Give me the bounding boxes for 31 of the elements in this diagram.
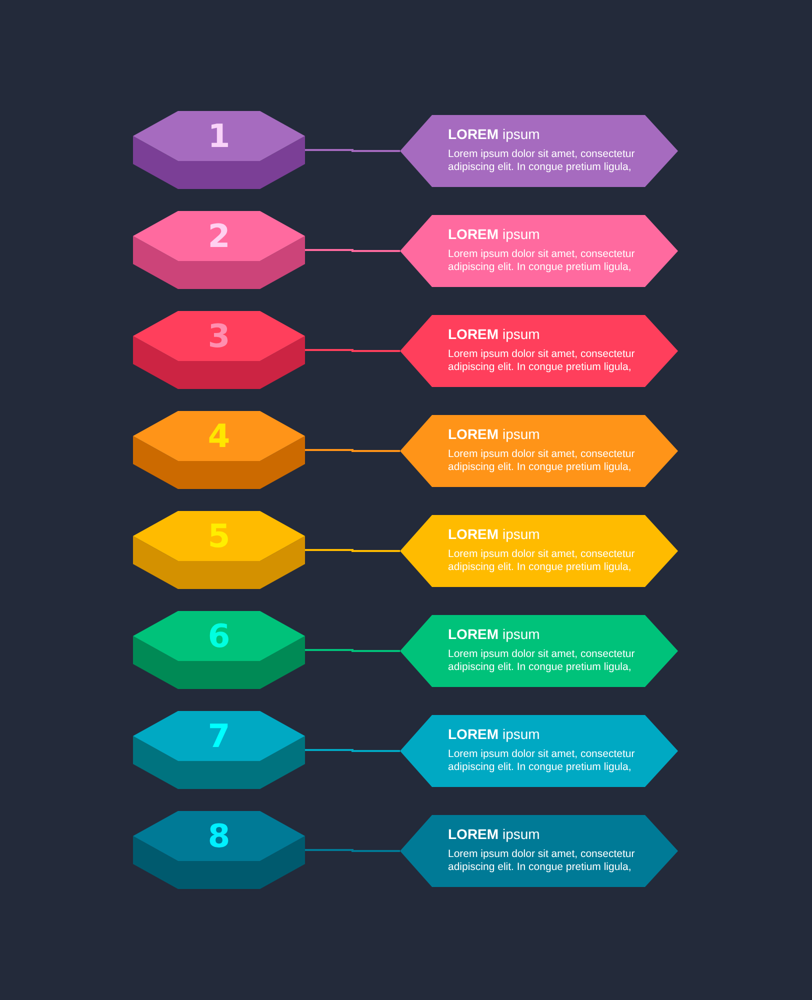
- body-text: Lorem ipsum dolor sit amet, consectetur adipiscing elit. In congue pretium ligula,: [448, 248, 636, 274]
- connector-line: [305, 449, 400, 452]
- heading-text: LOREM ipsum: [448, 625, 540, 643]
- heading-text: LOREM ipsum: [448, 525, 540, 543]
- connector-line: [305, 649, 400, 652]
- body-text: Lorem ipsum dolor sit amet, consectetur adipiscing elit. In congue pretium ligula,: [448, 648, 636, 674]
- connector-line: [305, 749, 400, 752]
- connector-line: [305, 249, 400, 252]
- step-number: 3: [206, 317, 232, 355]
- body-text: Lorem ipsum dolor sit amet, consectetur adipiscing elit. In congue pretium ligula,: [448, 848, 636, 874]
- step-number: 7: [206, 717, 232, 755]
- heading-text: LOREM ipsum: [448, 125, 540, 143]
- heading-text: LOREM ipsum: [448, 825, 540, 843]
- step-number: 8: [206, 817, 232, 855]
- connector-line: [305, 349, 400, 352]
- connector-line: [305, 549, 400, 552]
- heading-text: LOREM ipsum: [448, 425, 540, 443]
- body-text: Lorem ipsum dolor sit amet, consectetur adipiscing elit. In congue pretium ligula,: [448, 448, 636, 474]
- body-text: Lorem ipsum dolor sit amet, consectetur adipiscing elit. In congue pretium ligula,: [448, 148, 636, 174]
- heading-text: LOREM ipsum: [448, 325, 540, 343]
- body-text: Lorem ipsum dolor sit amet, consectetur adipiscing elit. In congue pretium ligula,: [448, 548, 636, 574]
- step-number: 1: [206, 117, 232, 155]
- connector-line: [305, 849, 400, 852]
- step-number: 4: [206, 417, 232, 455]
- heading-text: LOREM ipsum: [448, 225, 540, 243]
- connector-line: [305, 149, 400, 152]
- heading-text: LOREM ipsum: [448, 725, 540, 743]
- step-number: 6: [206, 617, 232, 655]
- body-text: Lorem ipsum dolor sit amet, consectetur adipiscing elit. In congue pretium ligula,: [448, 748, 636, 774]
- body-text: Lorem ipsum dolor sit amet, consectetur adipiscing elit. In congue pretium ligula,: [448, 348, 636, 374]
- step-number: 2: [206, 217, 232, 255]
